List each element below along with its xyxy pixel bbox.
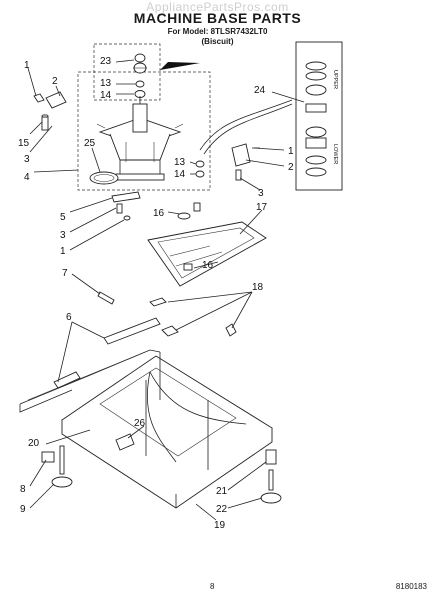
lower-bearing-stack: [305, 126, 327, 177]
watermark-text: AppliancePartsPros.com: [146, 0, 289, 14]
callout-label: 7: [62, 268, 68, 279]
callout-label: 16: [202, 260, 214, 271]
callout-label: 14: [100, 90, 112, 101]
callout-label: 24: [254, 85, 266, 96]
model-line: For Model: 8TLSR7432LT0: [167, 27, 268, 36]
upper-label: UPPER: [332, 70, 338, 89]
clip-part-18c: [225, 323, 237, 337]
left-bracket-group: [33, 91, 67, 131]
direction-arrow: [160, 62, 200, 70]
callout-label: 15: [18, 138, 30, 149]
callout-label: 13: [100, 78, 112, 89]
rail-part-6a: [103, 317, 161, 345]
hub-part-23: [133, 53, 147, 74]
clip-part-18a: [149, 297, 167, 307]
callout-label: 3: [258, 188, 264, 199]
callout-label: 6: [66, 312, 72, 323]
hub-parts-box: [93, 43, 161, 101]
callout-label: 4: [24, 172, 30, 183]
right-clamp-group: [195, 143, 260, 181]
tray-bracket-17: [147, 221, 267, 287]
callout-label: 25: [84, 138, 96, 149]
drive-assembly: [96, 96, 184, 181]
callout-label: 5: [60, 212, 66, 223]
shield-part-5: [111, 191, 141, 203]
callout-label: 9: [20, 504, 26, 515]
cover-part-26: [115, 433, 135, 451]
pin-part-7: [97, 291, 115, 305]
page-title: MACHINE BASE PARTS: [133, 10, 302, 26]
foot-9: [51, 476, 73, 488]
clip-part-18b: [161, 325, 179, 337]
callout-label: 20: [28, 438, 40, 449]
callout-label: 3: [24, 154, 30, 165]
callout-label: 16: [153, 208, 165, 219]
hub-part-13: [135, 80, 145, 88]
callout-label: 2: [52, 76, 58, 87]
drain-hose: [199, 99, 293, 151]
callout-label: 19: [214, 520, 226, 531]
leg-bolt: [59, 445, 65, 475]
rail-part-6b: [53, 371, 81, 389]
leg-bolt-right: [268, 469, 274, 491]
machine-base-frame: [19, 349, 273, 509]
leg-spacer-21: [265, 449, 277, 465]
foot-22: [260, 492, 282, 504]
page-number: 8: [210, 582, 215, 591]
callout-label: 2: [288, 162, 294, 173]
screw-part-1: [123, 215, 131, 221]
lower-label: LOWER: [332, 144, 338, 164]
callout-label: 22: [216, 504, 228, 515]
callout-label: 1: [288, 146, 294, 157]
callout-label: 26: [134, 418, 146, 429]
callout-label: 1: [60, 246, 66, 257]
document-number: 8180183: [395, 582, 427, 591]
callout-label: 3: [60, 230, 66, 241]
clip-part-16b: [177, 212, 191, 220]
upper-bearing-stack: [305, 61, 327, 113]
color-line: (Biscuit): [201, 37, 234, 46]
callout-label: 17: [256, 202, 268, 213]
callout-label: 18: [252, 282, 264, 293]
leg-spacer-8: [41, 451, 55, 463]
callout-labels: 1 2 15 3 4 23 13 14 25 24 5 3 1 16 13 14…: [18, 56, 294, 531]
leader-lines: [27, 59, 305, 521]
clip-part-16a: [193, 202, 201, 212]
callout-label: 21: [216, 486, 228, 497]
seal-ring-25: [89, 171, 119, 185]
callout-label: 14: [174, 169, 186, 180]
callout-label: 13: [174, 157, 186, 168]
callout-label: 1: [24, 60, 30, 71]
clip-part-3: [116, 203, 123, 214]
callout-label: 23: [100, 56, 112, 67]
callout-label: 8: [20, 484, 26, 495]
